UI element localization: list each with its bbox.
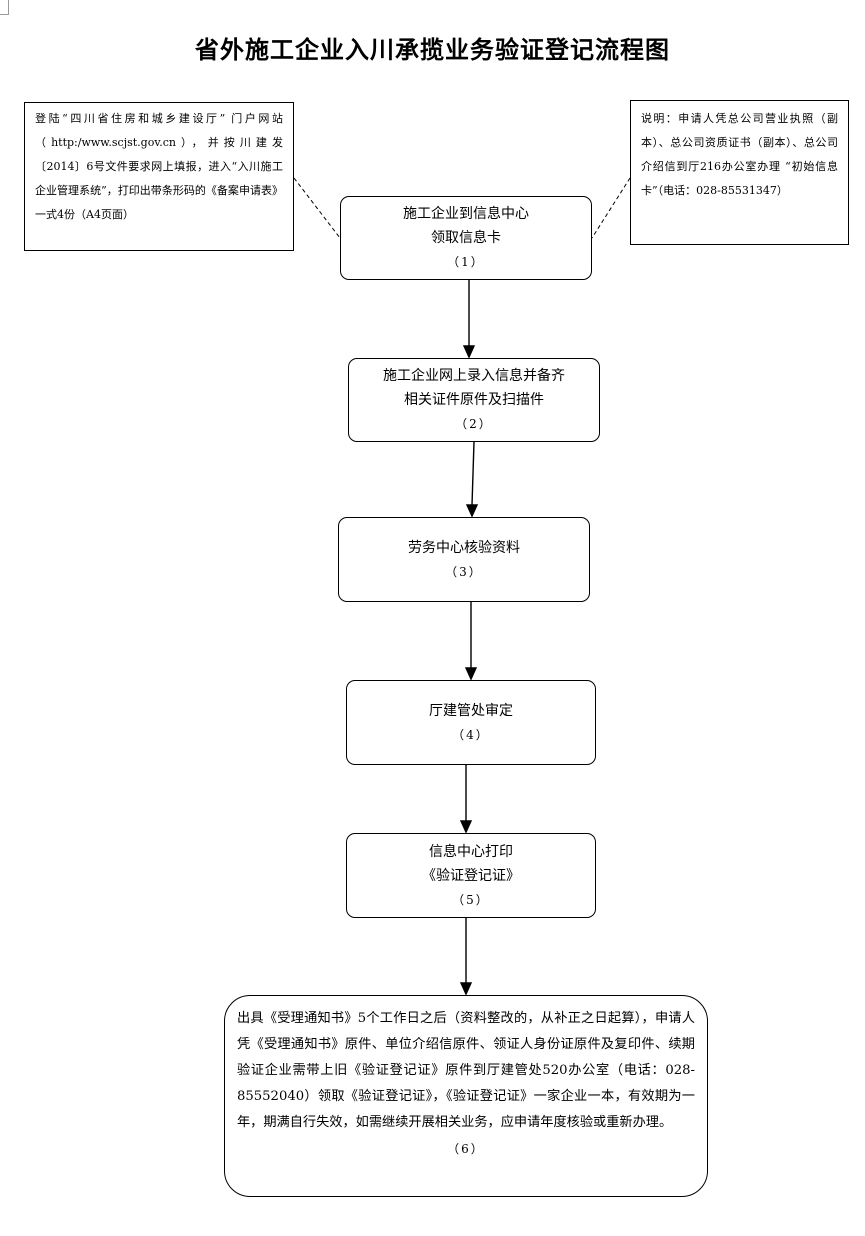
- online-registration-note: 登陆“四川省住房和城乡建设厅” 门户网站（http:/www.scjst.gov…: [24, 102, 294, 251]
- arrow-2-to-3: [471, 441, 475, 506]
- arrowhead-2-to-3: [465, 504, 479, 518]
- step-3-box: 劳务中心核验资料 （3）: [338, 517, 590, 602]
- step-5-line-1: 信息中心打印: [429, 843, 513, 860]
- arrowhead-3-to-4: [464, 667, 478, 681]
- step-2-line-2: 相关证件原件及扫描件: [404, 392, 544, 408]
- step-4-number: （4）: [452, 727, 490, 742]
- arrowhead-5-to-6: [459, 982, 473, 996]
- page-corner-mark: [0, 0, 9, 15]
- step-4-box: 厅建管处审定 （4）: [346, 680, 596, 765]
- step-3-line-1: 劳务中心核验资料: [408, 539, 520, 556]
- step-6-box: 出具《受理通知书》5个工作日之后（资料整改的，从补正之日起算），申请人凭《受理通…: [224, 995, 708, 1197]
- step-6-number: （6）: [447, 1142, 485, 1156]
- arrowhead-4-to-5: [459, 820, 473, 834]
- step-2-line-1: 施工企业网上录入信息并备齐: [383, 368, 565, 384]
- step-5-box: 信息中心打印 《验证登记证》 （5）: [346, 833, 596, 918]
- step-6-text: 出具《受理通知书》5个工作日之后（资料整改的，从补正之日起算），申请人凭《受理通…: [237, 1011, 695, 1130]
- step-1-line-1: 施工企业到信息中心: [403, 206, 529, 222]
- dashed-connector-right: [591, 177, 631, 239]
- step-1-box: 施工企业到信息中心 领取信息卡 （1）: [340, 196, 592, 280]
- arrowhead-1-to-2: [462, 345, 476, 359]
- step-2-number: （2）: [455, 417, 493, 431]
- page-title: 省外施工企业入川承揽业务验证登记流程图: [195, 35, 670, 64]
- step-1-number: （1）: [447, 255, 485, 269]
- dashed-connector-left: [293, 177, 341, 239]
- step-5-line-2: 《验证登记证》: [422, 867, 520, 884]
- step-5-number: （5）: [452, 892, 490, 907]
- step-2-box: 施工企业网上录入信息并备齐 相关证件原件及扫描件 （2）: [348, 358, 600, 442]
- initial-info-card-note: 说明：申请人凭总公司营业执照（副本）、总公司资质证书（副本）、总公司介绍信到厅2…: [630, 100, 849, 245]
- step-3-number: （3）: [445, 564, 483, 579]
- step-1-line-2: 领取信息卡: [431, 230, 501, 246]
- step-4-line-1: 厅建管处审定: [429, 702, 513, 719]
